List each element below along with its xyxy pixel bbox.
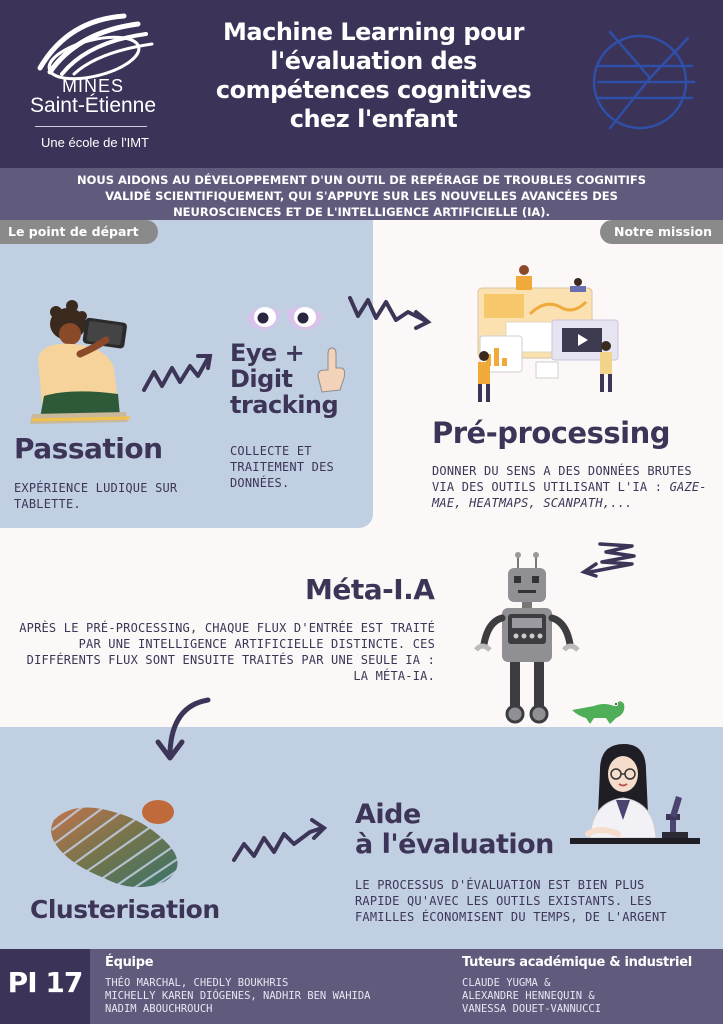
meta-ia-title: Méta-I.A	[305, 573, 435, 606]
arrow-icon	[580, 542, 636, 578]
tutors-list: Claude Yugma & Alexandre Hennequin & Van…	[462, 977, 702, 1016]
evaluation-aid-description: Le processus d'évaluation est bien plus …	[355, 878, 667, 924]
team-line: Nadim Abouchrouch	[105, 1003, 213, 1015]
eye-title-line: Digit	[230, 365, 293, 393]
school-name-line1: MINES	[61, 76, 124, 96]
logo-divider	[35, 126, 147, 127]
intro-statement: Nous aidons au développement d'un outil …	[77, 173, 646, 219]
passation-title: Passation	[14, 432, 163, 465]
title-line: compétences cognitives	[215, 76, 532, 104]
title-line: l'évaluation des	[270, 47, 477, 75]
arrow-icon	[142, 354, 213, 392]
mines-logo-icon	[37, 13, 154, 81]
eyes-icon	[247, 307, 323, 330]
tab-our-mission: Notre mission	[600, 220, 723, 244]
tutor-line: Vanessa Douet-Vannucci	[462, 1003, 602, 1015]
passation-description: Expérience ludique sur tablette.	[14, 481, 178, 511]
child-with-tablet-icon	[30, 300, 131, 424]
tutor-line: Claude Yugma &	[462, 977, 551, 989]
preprocessing-title: Pré-processing	[432, 416, 670, 450]
evaluation-aid-title: Aide à l'évaluation	[355, 800, 554, 860]
meta-ia-description: Après le pré-processing, chaque flux d'e…	[19, 621, 435, 683]
project-code: PI 17	[7, 966, 84, 999]
hand-pointing-icon	[317, 347, 346, 393]
project-code-box	[0, 949, 90, 1024]
curved-arrow-icon	[155, 697, 211, 761]
intro-band	[0, 168, 723, 220]
scientist-icon	[570, 744, 700, 844]
data-dashboard-icon	[477, 265, 619, 402]
title-line: chez l'enfant	[289, 105, 458, 133]
eye-tracking-title: Eye + Digit tracking	[230, 339, 339, 419]
robot-icon	[474, 552, 580, 724]
eye-tracking-description: Collecte et traitement des données.	[230, 444, 334, 490]
clustering-title: Clusterisation	[30, 895, 220, 924]
preprocessing-description: Donner du sens a des données brutes via …	[432, 463, 717, 511]
school-name: MINES Saint-Étienne	[28, 76, 158, 116]
tutors-heading: Tuteurs académique & industriel	[462, 955, 692, 970]
arrow-icon	[232, 818, 328, 862]
footer-band	[0, 949, 723, 1024]
abstract-emblem-icon	[592, 30, 696, 130]
cluster-blob-icon	[51, 797, 185, 893]
tab-starting-point: Le point de départ	[0, 220, 158, 244]
preprocessing-desc-text: Donner du sens a des données brutes via …	[432, 464, 692, 494]
eye-title-line: tracking	[230, 391, 339, 419]
page-title: Machine Learning pour l'évaluation des c…	[196, 18, 551, 134]
team-line: Michelly Karen Diógenes, Nadhir Ben Wahi…	[105, 990, 371, 1002]
school-name-line2: Saint-Étienne	[29, 94, 157, 117]
school-tagline: Une école de l'IMT	[41, 135, 149, 150]
aide-title-line: Aide	[355, 799, 421, 830]
preprocessing-desc-tools: Gaze-MAE, heatmaps, scanpath,...	[432, 480, 707, 510]
title-line: Machine Learning pour	[223, 18, 524, 46]
eye-title-line: Eye +	[230, 339, 305, 367]
arrow-icon	[348, 296, 432, 330]
aide-title-line: à l'évaluation	[355, 829, 554, 860]
team-line: Théo Marchal, Chedly Boukhris	[105, 977, 289, 989]
team-heading: Équipe	[105, 955, 154, 970]
tutor-line: Alexandre Hennequin &	[462, 990, 595, 1002]
crocodile-icon	[572, 701, 625, 724]
team-members: Théo Marchal, Chedly Boukhris Michelly K…	[105, 977, 435, 1016]
